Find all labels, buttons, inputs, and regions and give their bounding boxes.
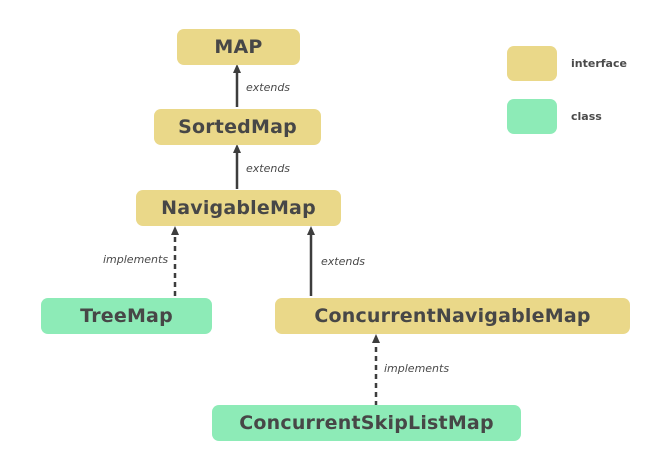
edge-label-navigable-sorted: extends	[246, 162, 291, 175]
edge-label-concurrentnav-navigable: extends	[321, 255, 366, 268]
node-navigablemap: NavigableMap	[136, 190, 341, 226]
edge-label-sortedmap-map: extends	[246, 81, 291, 94]
legend-interface-swatch	[507, 46, 557, 81]
node-concurrentnavigablemap-label: ConcurrentNavigableMap	[314, 305, 591, 327]
node-concurrentskiplistmap: ConcurrentSkipListMap	[212, 405, 521, 441]
legend-interface-label: interface	[571, 57, 627, 70]
node-navigablemap-label: NavigableMap	[161, 197, 316, 219]
legend-class-swatch	[507, 99, 557, 134]
legend-class-label: class	[571, 110, 602, 123]
node-concurrentnavigablemap: ConcurrentNavigableMap	[275, 298, 630, 334]
node-treemap: TreeMap	[41, 298, 212, 334]
node-treemap-label: TreeMap	[80, 305, 173, 327]
node-map: MAP	[177, 29, 300, 65]
node-sortedmap: SortedMap	[154, 109, 321, 145]
node-sortedmap-label: SortedMap	[178, 116, 297, 138]
node-map-label: MAP	[214, 36, 263, 58]
node-concurrentskiplistmap-label: ConcurrentSkipListMap	[239, 412, 494, 434]
edge-label-skiplist-concurrentnav: implements	[384, 362, 450, 375]
edge-label-treemap-navigable: implements	[103, 253, 169, 266]
